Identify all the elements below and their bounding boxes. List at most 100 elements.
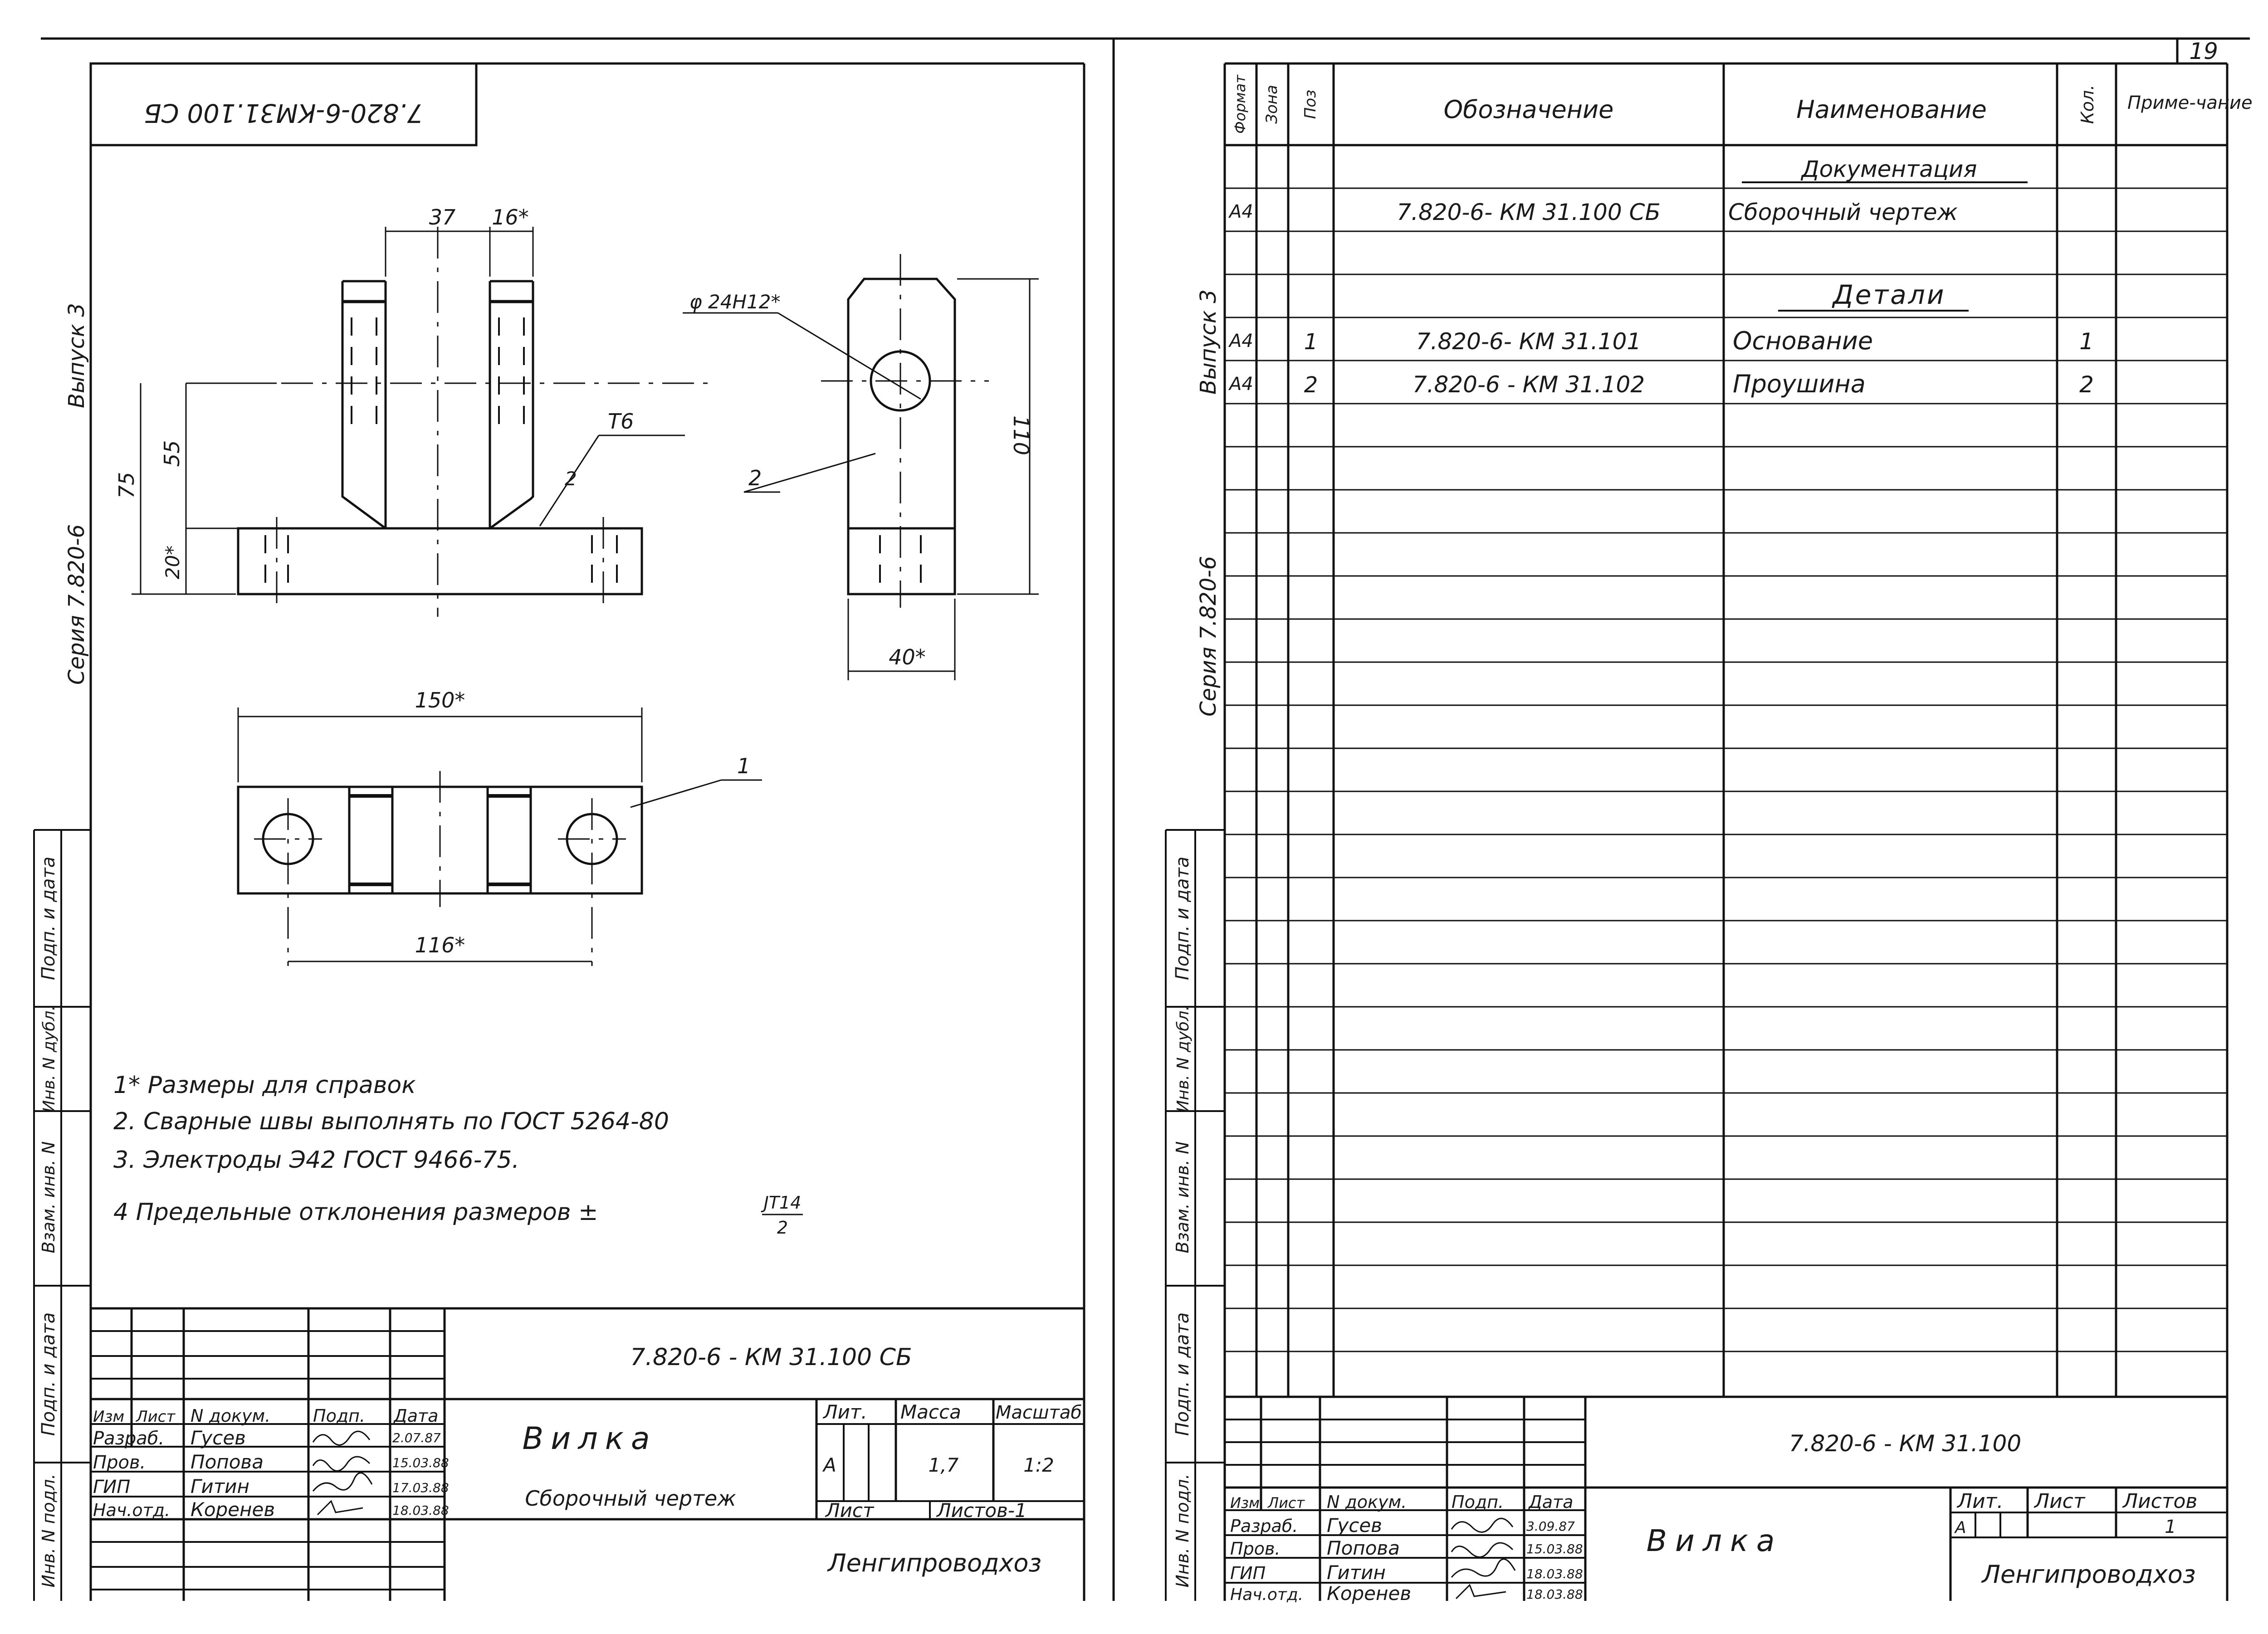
mirrored-stamp: 7.820-6-КМ31.100 СБ bbox=[89, 62, 478, 146]
right-title-block-text: 7.820-6 - КМ 31.100 Вилка Изм Лист N док… bbox=[1230, 1430, 2197, 1605]
left-mass-label: Масса bbox=[900, 1401, 961, 1423]
spec-head-zone: Зона bbox=[1263, 85, 1281, 124]
left-row4-role: Нач.отд. bbox=[93, 1500, 170, 1520]
note-1: 1* Размеры для справок bbox=[113, 1072, 416, 1099]
spec-head-designation: Обозначение bbox=[1444, 95, 1614, 124]
right-doc-name: Вилка bbox=[1647, 1523, 1783, 1558]
spec-row3-qty: 2 bbox=[2079, 371, 2094, 398]
left-row2-date: 15.03.88 bbox=[392, 1455, 449, 1470]
left-doc-code: 7.820-6 - КМ 31.100 СБ bbox=[630, 1344, 912, 1371]
right-row2-date: 15.03.88 bbox=[1526, 1541, 1583, 1556]
left-head-list: Лист bbox=[135, 1408, 176, 1426]
spec-head-pos: Поз bbox=[1301, 90, 1320, 119]
signature bbox=[312, 1456, 371, 1472]
left-margin-label: Подп. и дата bbox=[38, 857, 59, 980]
spec-row1-name: Сборочный чертеж bbox=[1728, 199, 1958, 225]
spec-row2-format: А4 bbox=[1228, 331, 1253, 351]
left-mass-value: 1,7 bbox=[929, 1454, 959, 1476]
right-row4-role: Нач.отд. bbox=[1230, 1585, 1303, 1604]
signature bbox=[312, 1472, 373, 1492]
left-lit-label: Лит. bbox=[822, 1401, 867, 1423]
left-margin-strip bbox=[33, 829, 91, 1601]
right-row2-name: Попова bbox=[1327, 1537, 1400, 1559]
left-sheet-label: Лист bbox=[825, 1499, 875, 1522]
left-row4-name: Коренев bbox=[191, 1498, 275, 1521]
dim-37: 37 bbox=[429, 205, 456, 229]
front-center-lines bbox=[276, 227, 708, 617]
weld-mark: Т6 bbox=[608, 409, 634, 434]
spec-row1-format: А4 bbox=[1228, 201, 1253, 222]
left-sheets-label: Листов-1 bbox=[936, 1499, 1027, 1522]
dim-150: 150* bbox=[415, 688, 465, 712]
right-row3-name: Гитин bbox=[1327, 1561, 1386, 1584]
right-margin-label: Инв. N дубл. bbox=[1174, 1005, 1193, 1112]
right-row4-date: 18.03.88 bbox=[1526, 1587, 1583, 1602]
notes: 1* Размеры для справок 2. Сварные швы вы… bbox=[113, 1072, 803, 1238]
left-head-sign: Подп. bbox=[313, 1406, 365, 1426]
signature bbox=[317, 1500, 363, 1516]
left-head-izm: Изм bbox=[93, 1408, 124, 1426]
left-scale-value: 1:2 bbox=[1023, 1454, 1054, 1476]
spec-head-name: Наименование bbox=[1796, 95, 1987, 124]
left-margin-label: Подп. и дата bbox=[38, 1312, 59, 1436]
spec-row2-name: Основание bbox=[1733, 327, 1873, 355]
page-frames bbox=[41, 37, 2250, 1601]
dim-55: 55 bbox=[160, 440, 184, 467]
page-number: 19 bbox=[2189, 38, 2218, 64]
section-docs: Документация bbox=[1801, 156, 1977, 182]
left-head-doc: N докум. bbox=[191, 1406, 270, 1426]
left-margin-label: Инв. N дубл. bbox=[40, 1005, 59, 1112]
spec-head-qty: Кол. bbox=[2077, 85, 2097, 124]
right-margin-strip bbox=[1165, 829, 1225, 1601]
pos-2: 2 bbox=[748, 466, 762, 490]
tolerance-numerator: JT14 bbox=[761, 1193, 802, 1213]
left-row3-name: Гитин bbox=[191, 1475, 249, 1497]
note-3: 3. Электроды Э42 ГОСТ 9466-75. bbox=[113, 1146, 519, 1174]
spec-grid bbox=[1225, 63, 2227, 1398]
spec-row1-designation: 7.820-6- КМ 31.100 СБ bbox=[1397, 199, 1661, 225]
right-lit-value: А bbox=[1954, 1518, 1966, 1537]
right-head-list: Лист bbox=[1267, 1494, 1305, 1512]
left-row1-date: 2.07.87 bbox=[392, 1430, 441, 1445]
spec-row3-name: Проушина bbox=[1733, 370, 1866, 398]
top-center-lines bbox=[254, 771, 626, 966]
spec-row3-designation: 7.820-6 - КМ 31.102 bbox=[1413, 371, 1645, 398]
dim-16: 16* bbox=[492, 205, 529, 229]
note-2: 2. Сварные швы выполнять по ГОСТ 5264-80 bbox=[113, 1108, 669, 1135]
spec-head-format: Формат bbox=[1232, 74, 1249, 134]
side-view bbox=[847, 278, 956, 595]
right-margin-label: Инв. N подл. bbox=[1173, 1473, 1193, 1587]
left-head-date: Дата bbox=[393, 1406, 438, 1426]
left-org: Ленгипроводхоз bbox=[827, 1549, 1041, 1577]
spec-row2-pos: 1 bbox=[1304, 329, 1318, 355]
spec-header: Формат Зона Поз Обозначение Наименование… bbox=[1232, 74, 2253, 134]
left-row2-role: Пров. bbox=[93, 1452, 146, 1473]
side-center-lines bbox=[821, 254, 989, 608]
left-row2-name: Попова bbox=[191, 1451, 264, 1473]
left-margin-label: Взам. инв. N bbox=[39, 1141, 59, 1254]
left-series-label: Серия 7.820-6 bbox=[64, 524, 89, 685]
signature bbox=[1455, 1584, 1506, 1600]
right-series-label: Серия 7.820-6 bbox=[1196, 556, 1221, 717]
spec-row2-designation: 7.820-6- КМ 31.101 bbox=[1416, 328, 1641, 355]
left-margin-label: Инв. N подл. bbox=[39, 1473, 59, 1587]
left-row1-role: Разраб. bbox=[93, 1428, 164, 1449]
right-doc-code: 7.820-6 - КМ 31.100 bbox=[1789, 1430, 2021, 1457]
right-margin-label: Подп. и дата bbox=[1172, 1312, 1193, 1436]
spec-row3-pos: 2 bbox=[1304, 372, 1318, 398]
dim-20: 20* bbox=[161, 546, 184, 579]
right-row4-name: Коренев bbox=[1327, 1582, 1411, 1605]
right-issue-label: Выпуск 3 bbox=[1196, 289, 1221, 395]
right-head-date: Дата bbox=[1528, 1492, 1573, 1512]
spec-head-note: Приме-чание bbox=[2127, 93, 2253, 113]
left-row3-date: 17.03.88 bbox=[392, 1480, 449, 1495]
left-doc-name: Вилка bbox=[522, 1421, 657, 1457]
right-margin-label: Взам. инв. N bbox=[1173, 1141, 1193, 1254]
left-title-block bbox=[91, 1307, 1084, 1601]
right-title-block bbox=[1225, 1397, 2227, 1601]
left-scale-label: Масштаб bbox=[996, 1402, 1082, 1423]
weld-side-mark: 2 bbox=[565, 468, 577, 490]
left-doc-subtitle: Сборочный чертеж bbox=[525, 1486, 736, 1511]
left-row1-name: Гусев bbox=[191, 1427, 246, 1449]
